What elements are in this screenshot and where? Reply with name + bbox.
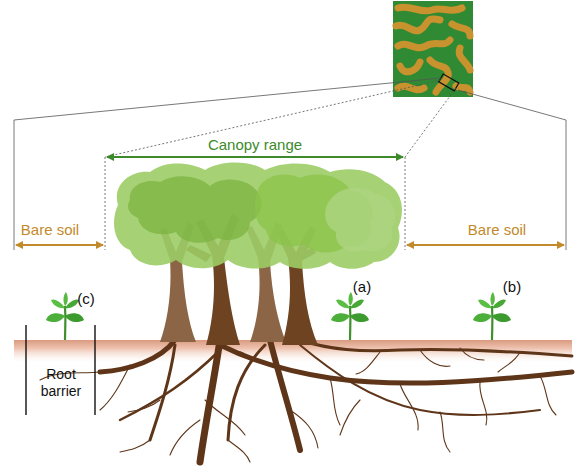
callout-letter: (c) [77,290,95,307]
bare-soil-label: Bare soil [468,221,526,238]
roots [40,340,572,462]
canopy [114,163,402,269]
canopy-arrow [107,156,403,158]
seedling [473,292,511,340]
callout-letter: (a) [353,278,371,295]
seedling [331,292,369,340]
root-barrier-label: Root barrier [30,366,92,400]
root-barrier [94,325,95,415]
bare-soil-arrow [407,244,564,246]
callout-letter: (b) [503,278,521,295]
root-barrier [25,325,26,415]
pattern-inset [393,1,473,97]
bare-soil-arrow [16,244,103,246]
canopy-label: Canopy range [208,136,302,153]
bare-soil-label: Bare soil [21,221,79,238]
